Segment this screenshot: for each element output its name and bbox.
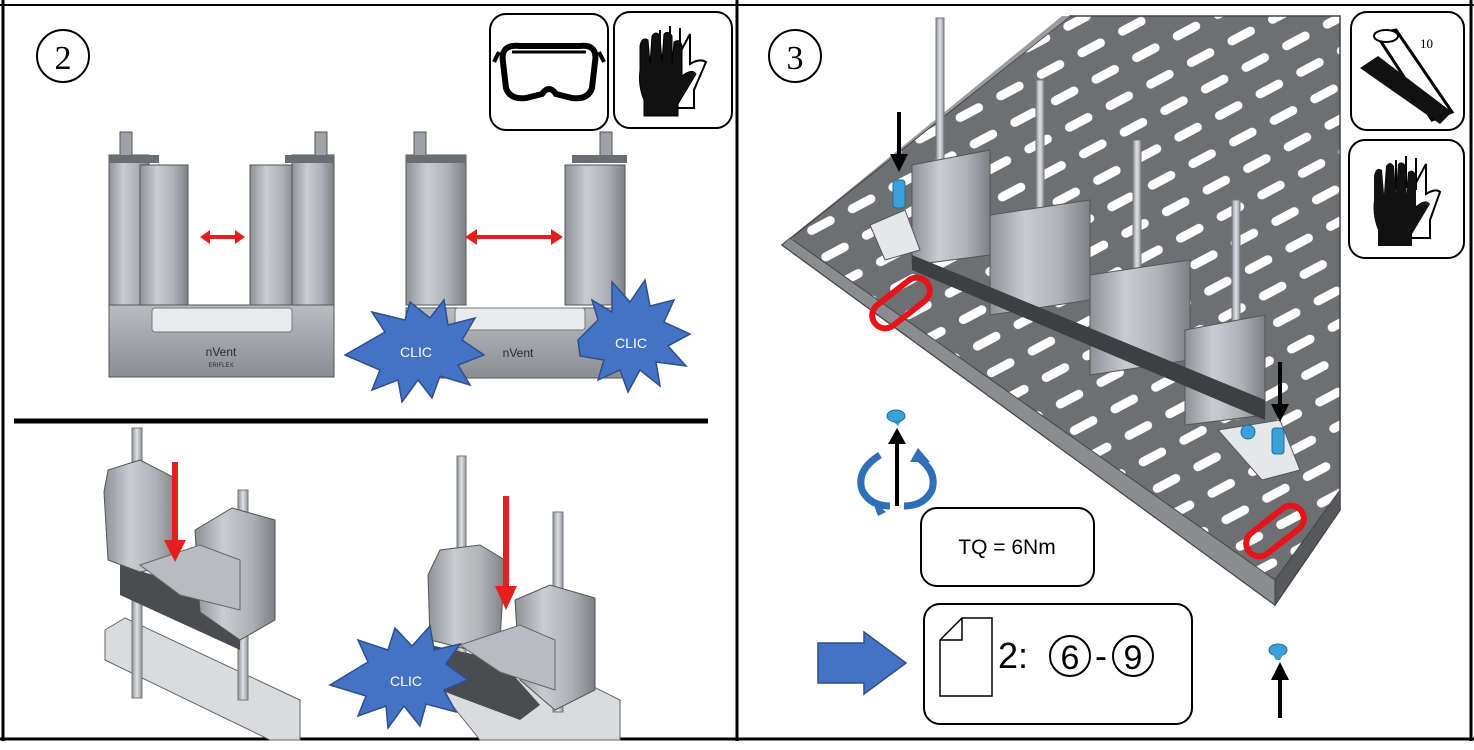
clic-burst: CLIC — [343, 298, 486, 404]
rail-assembly-right — [427, 455, 621, 741]
clic-text: CLIC — [390, 673, 422, 689]
document-icon — [939, 617, 993, 697]
fixing-bracket-right — [1217, 362, 1301, 481]
reference-separator: - — [1095, 635, 1107, 676]
wrench-size-label: 10 — [1420, 36, 1433, 51]
brand-logo-text: nVent — [503, 346, 534, 360]
clic-text: CLIC — [615, 335, 647, 351]
brand-logo-text: nVent — [206, 345, 237, 359]
clic-burst: CLIC — [328, 624, 470, 731]
torque-callout: TQ = 6Nm — [920, 507, 1095, 587]
forward-arrow-icon — [817, 630, 908, 696]
highlighted-slot — [1243, 502, 1307, 560]
wide-spacing-arrow — [465, 229, 563, 245]
reference-prefix: 2: — [998, 635, 1028, 676]
reference-from: 6 — [1061, 639, 1080, 677]
step-2-label: 2 — [55, 40, 72, 77]
clic-burst: CLIC — [577, 278, 692, 394]
brand-logo-subtext: ERIFLEX — [208, 363, 233, 369]
rotate-icon — [857, 409, 937, 516]
rail-assembly-left — [103, 427, 301, 741]
reference-to: 9 — [1124, 639, 1143, 677]
document-reference: 2: 6 - 9 — [923, 603, 1193, 725]
torque-text: TQ = 6Nm — [958, 536, 1055, 559]
nut-insert-icon — [1268, 643, 1289, 718]
cable-guide-closed: nVent ERIFLEX — [108, 131, 335, 378]
small-spacing-arrow — [200, 230, 245, 244]
clic-text: CLIC — [400, 344, 432, 360]
step-3-label: 3 — [787, 40, 804, 77]
mounted-cable-guides — [911, 149, 1266, 426]
hex-key-icon: 10 — [1350, 11, 1465, 131]
safety-glasses-icon — [489, 13, 609, 131]
gloves-icon — [1348, 139, 1465, 259]
highlighted-slot — [869, 274, 933, 332]
fixing-bracket-left — [869, 112, 921, 261]
step-3-number: 3 — [768, 29, 822, 83]
gloves-icon — [613, 11, 733, 129]
step-2-number: 2 — [36, 29, 90, 83]
